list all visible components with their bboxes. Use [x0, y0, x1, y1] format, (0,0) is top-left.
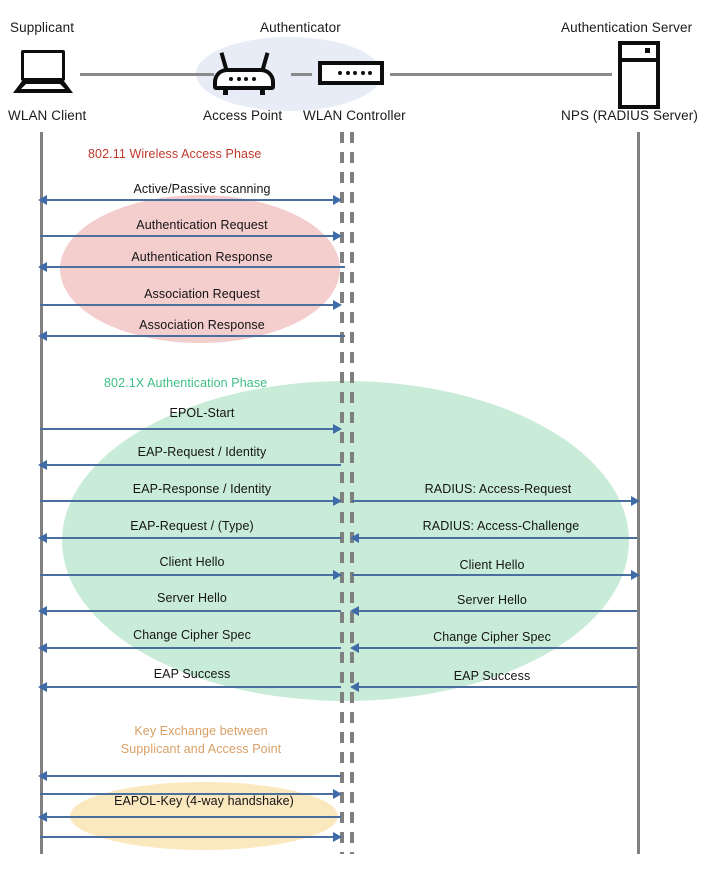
msg-line	[356, 686, 637, 688]
server-icon	[618, 41, 660, 109]
msg-label-authentication-response: Authentication Response	[131, 250, 273, 264]
msg-label-association-request: Association Request	[144, 287, 260, 301]
arrow-head-left	[38, 460, 47, 470]
msg-label-change-cipher-spec-right: Change Cipher Spec	[433, 630, 551, 644]
arrow-head-left	[38, 331, 47, 341]
arrow-head-right	[333, 570, 342, 580]
msg-label-eap-success-left: EAP Success	[153, 667, 231, 681]
msg-line	[44, 816, 341, 818]
phase-title-dot1x-authentication: 802.1X Authentication Phase	[104, 376, 268, 390]
msg-line	[352, 500, 637, 502]
access-point-icon	[213, 50, 275, 96]
msg-label-eap-response-identity: EAP-Response / Identity	[132, 482, 272, 496]
phase-title-wireless-access: 802.11 Wireless Access Phase	[88, 147, 262, 161]
arrow-head-right	[333, 195, 342, 205]
arrow-head-left	[38, 643, 47, 653]
arrow-head-left	[350, 533, 359, 543]
arrow-head-right	[631, 570, 640, 580]
arrow-head-right	[333, 496, 342, 506]
msg-line	[44, 647, 341, 649]
msg-label-active-passive-scanning: Active/Passive scanning	[133, 182, 271, 196]
msg-line	[44, 537, 341, 539]
msg-label-authentication-request: Authentication Request	[136, 218, 268, 232]
msg-label-eap-request-type: EAP-Request / (Type)	[130, 519, 254, 533]
msg-label-radius-access-challenge: RADIUS: Access-Challenge	[422, 519, 580, 533]
arrow-head-right	[333, 424, 342, 434]
phase-title-key-exchange-line2: Supplicant and Access Point	[120, 742, 282, 756]
msg-line	[356, 537, 637, 539]
arrow-head-right	[333, 789, 342, 799]
arrow-head-left	[38, 812, 47, 822]
laptop-icon	[13, 50, 73, 94]
wlan-controller-icon	[318, 61, 384, 85]
msg-line	[44, 775, 341, 777]
arrow-head-left	[38, 195, 47, 205]
msg-line	[44, 266, 345, 268]
arrow-head-left	[38, 533, 47, 543]
node-label-nps-radius-server: NPS (RADIUS Server)	[561, 108, 698, 123]
msg-label-client-hello-left: Client Hello	[159, 555, 225, 569]
node-label-wlan-client: WLAN Client	[8, 108, 87, 123]
lifeline-supplicant	[40, 132, 43, 854]
msg-line	[44, 335, 345, 337]
arrow-head-left	[350, 643, 359, 653]
msg-label-eapol-key-4way-handshake: EAPOL-Key (4-way handshake)	[114, 794, 294, 808]
role-label-authenticator: Authenticator	[260, 20, 341, 35]
link-ap-to-controller	[291, 73, 312, 76]
msg-label-change-cipher-spec-left: Change Cipher Spec	[133, 628, 251, 642]
msg-line	[44, 464, 341, 466]
msg-label-client-hello-right: Client Hello	[459, 558, 525, 572]
link-controller-to-server	[390, 73, 612, 76]
arrow-head-left	[350, 606, 359, 616]
phase-blob-wireless-access	[60, 195, 340, 343]
msg-line	[44, 610, 341, 612]
role-label-supplicant: Supplicant	[10, 20, 75, 35]
link-client-to-ap	[80, 73, 214, 76]
msg-label-eap-success-right: EAP Success	[453, 669, 531, 683]
arrow-head-left	[38, 606, 47, 616]
msg-line	[356, 610, 637, 612]
phase-title-key-exchange-line1: Key Exchange between	[134, 724, 268, 738]
arrow-head-left	[38, 682, 47, 692]
msg-label-radius-access-request: RADIUS: Access-Request	[424, 482, 572, 496]
msg-line	[40, 500, 340, 502]
msg-line	[40, 235, 340, 237]
msg-line	[356, 647, 637, 649]
role-label-authentication-server: Authentication Server	[561, 20, 693, 35]
msg-label-association-response: Association Response	[139, 318, 265, 332]
arrow-head-left	[38, 262, 47, 272]
lifeline-controller-a	[340, 132, 344, 854]
node-label-access-point: Access Point	[203, 108, 283, 123]
node-label-wlan-controller: WLAN Controller	[303, 108, 406, 123]
arrow-head-right	[333, 231, 342, 241]
msg-line	[40, 574, 340, 576]
arrow-head-right	[631, 496, 640, 506]
arrow-head-left	[350, 682, 359, 692]
msg-line	[40, 428, 340, 430]
lifeline-controller-b	[350, 132, 354, 854]
msg-line	[44, 686, 341, 688]
lifeline-auth-server	[637, 132, 640, 854]
msg-line	[352, 574, 637, 576]
msg-label-eap-request-identity: EAP-Request / Identity	[137, 445, 267, 459]
msg-label-epol-start: EPOL-Start	[169, 406, 235, 420]
msg-label-server-hello-right: Server Hello	[457, 593, 527, 607]
msg-line	[40, 304, 340, 306]
msg-label-server-hello-left: Server Hello	[157, 591, 227, 605]
arrow-head-right	[333, 300, 342, 310]
msg-line	[40, 793, 340, 795]
arrow-head-left	[38, 771, 47, 781]
msg-line	[40, 836, 340, 838]
msg-line	[44, 199, 340, 201]
arrow-head-right	[333, 832, 342, 842]
